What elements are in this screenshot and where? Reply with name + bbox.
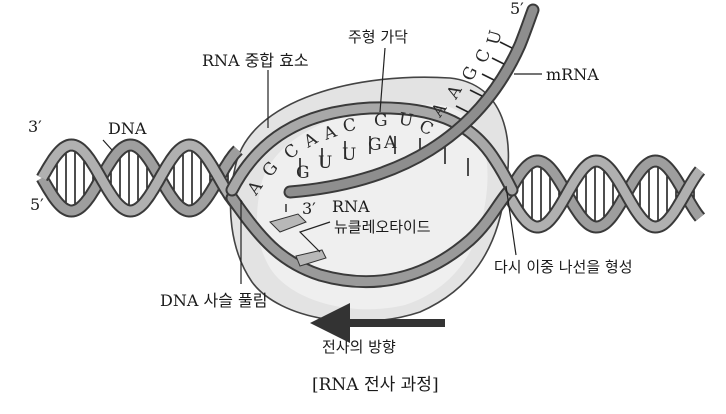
label-three-prime-left: 3′: [28, 117, 42, 136]
right-dna-helix: [502, 154, 706, 234]
left-dna-helix: [36, 138, 243, 218]
template-base: U: [342, 145, 356, 165]
leader-lines: [102, 47, 542, 284]
rna-base: G: [374, 111, 388, 131]
template-base: G: [296, 163, 310, 183]
rna-base: U: [484, 28, 507, 47]
mrna-base-ticks: [455, 41, 513, 113]
mrna-tick: [491, 57, 505, 65]
dna-backbone: [504, 156, 704, 232]
figure-caption: [RNA 전사 과정]: [312, 375, 439, 395]
rna-base: C: [341, 115, 357, 137]
label-direction: 전사의 방향: [322, 338, 396, 356]
label-nucleotide: 뉴클레오타이드: [334, 218, 431, 236]
mrna-tick: [455, 105, 469, 113]
label-rna-polymerase: RNA 중합 효소: [202, 51, 309, 70]
label-five-prime-top: 5′: [510, 0, 524, 18]
free-nucleotides: [269, 204, 327, 267]
label-unwind: DNA 사슬 풀림: [160, 291, 267, 310]
label-template-strand: 주형 가닥: [348, 28, 408, 46]
mrna-tick: [469, 89, 483, 97]
label-three-prime-mid: 3′: [302, 199, 316, 218]
label-dna: DNA: [108, 119, 147, 138]
template-base: A: [383, 133, 397, 153]
template-base: U: [318, 153, 332, 173]
rna-base: U: [397, 109, 415, 131]
dna-backbone: [504, 156, 704, 232]
template-strand-lower-fill: [227, 185, 515, 287]
label-five-prime-left: 5′: [30, 195, 44, 214]
rna-base: C: [472, 47, 495, 66]
mrna-tick: [481, 73, 495, 81]
label-rna: RNA: [332, 197, 370, 216]
label-rewind: 다시 이중 나선을 형성: [494, 258, 633, 276]
template-base: G: [368, 135, 382, 155]
dna-backbone: [38, 140, 242, 216]
mrna-tick: [499, 41, 513, 49]
coding-strand-upper-fill: [227, 103, 517, 195]
dna-backbone: [38, 140, 242, 216]
mrna-strand-fill: [285, 5, 538, 197]
label-mrna: mRNA: [546, 65, 599, 84]
